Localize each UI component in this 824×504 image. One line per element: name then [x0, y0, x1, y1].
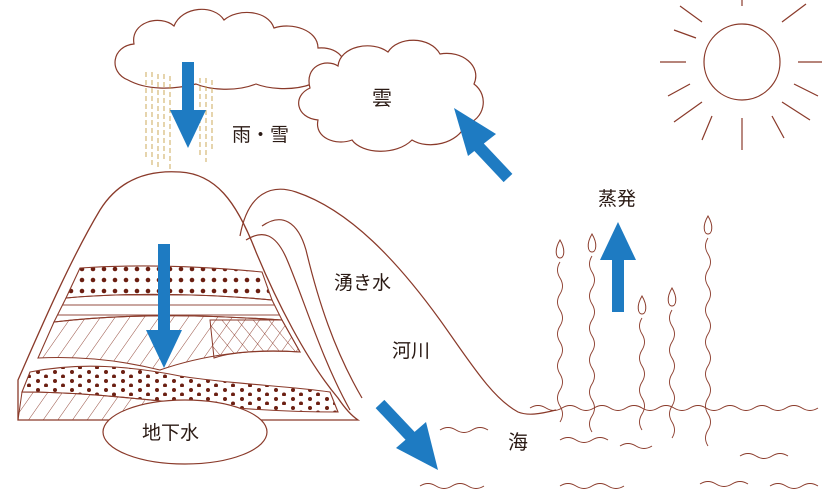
arrow-icon	[146, 62, 636, 470]
diagonal-stratum	[209, 319, 301, 359]
precipitation-label: 雨・雪	[232, 124, 290, 146]
evaporation-label: 蒸発	[598, 188, 637, 210]
cloud-label: 雲	[372, 86, 392, 110]
sun-icon	[660, 0, 822, 150]
river-valley	[239, 188, 557, 415]
evaporation-waves	[557, 237, 711, 447]
sea-label: 海	[508, 430, 528, 454]
cloud-icon	[114, 8, 345, 90]
wave-icon	[419, 405, 819, 489]
river-label: 河川	[392, 340, 431, 362]
groundwater-pocket	[102, 399, 268, 465]
rain-lines	[145, 72, 213, 170]
water-droplet-icon	[555, 215, 713, 315]
spring-water-label: 湧き水	[334, 272, 392, 294]
cloud-icon	[298, 39, 484, 152]
groundwater-label: 地下水	[142, 422, 200, 444]
